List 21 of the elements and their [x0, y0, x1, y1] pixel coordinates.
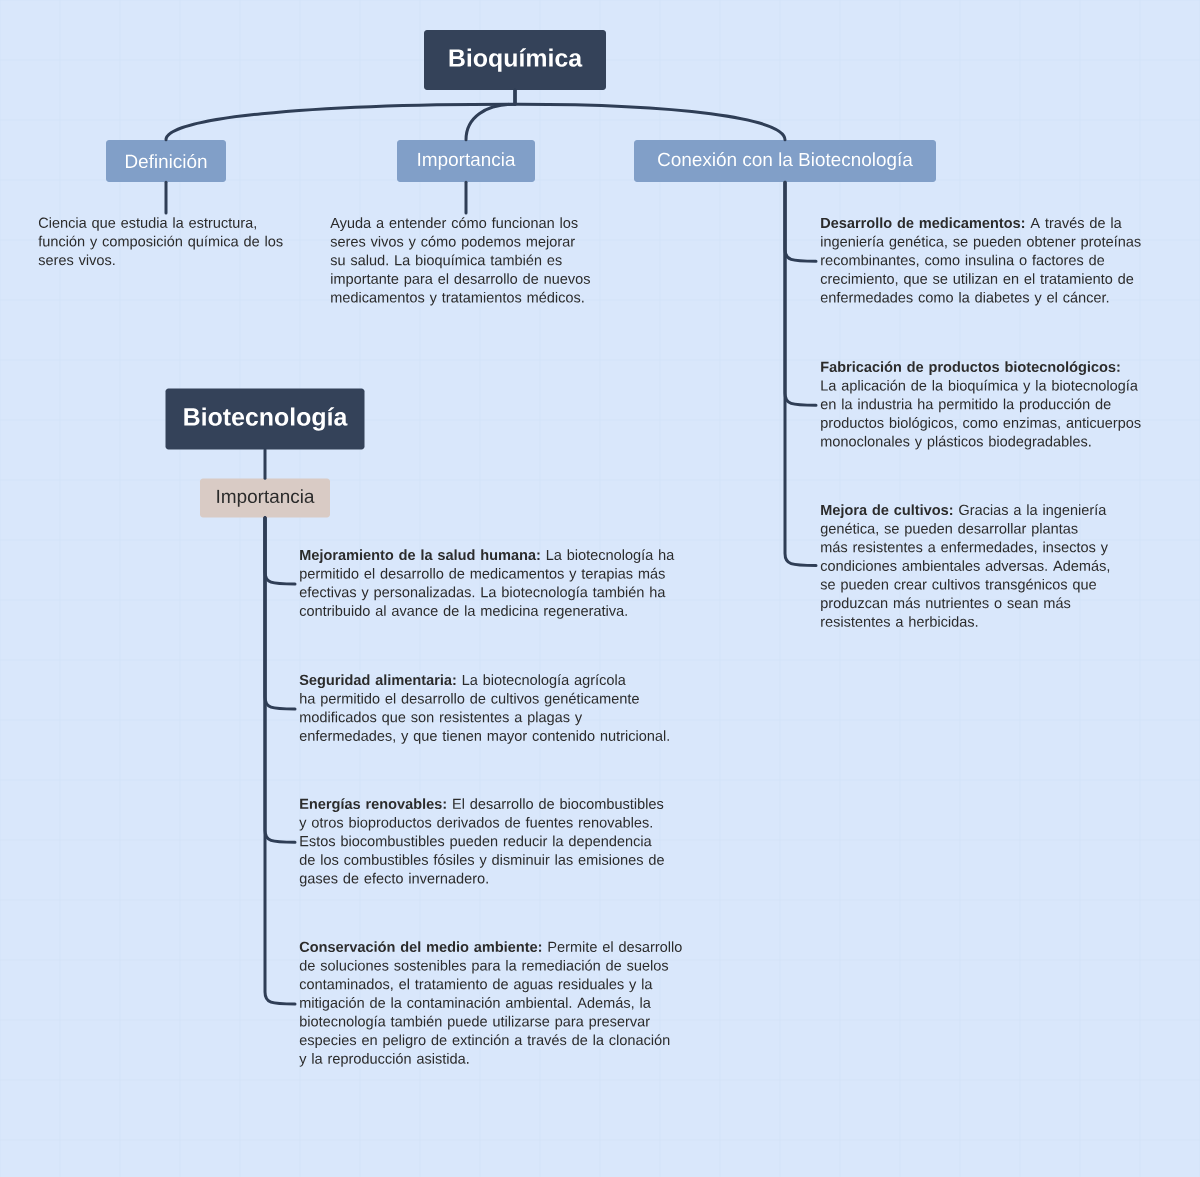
topic-box: Bioquímica: [424, 30, 606, 90]
connector-line: [164, 180, 168, 215]
subtopic-box: Importancia: [200, 478, 330, 518]
category-box: Definición: [106, 140, 226, 182]
topic-box: Biotecnología: [165, 388, 365, 450]
description-text: Mejora de cultivos: Gracias a la ingeniería genética, se pueden desarrollar plantas más resistentes a enfermedades, insectos y condiciones ambientales adversas. Además, se pueden crear cultivos transgénicos que produzcan más nutrientes o sean más resistentes a herbicidas.: [820, 504, 1110, 627]
description-text: Conservación del medio ambiente: Permite el desarrollo de soluciones sostenibles para la remediación de suelos contaminados, el tratamiento de aguas residuales y la mitigación de la contaminación ambiental. Además, la biotecnología también puede utilizarse para preservar especies en peligro de extinción a través de la clonación y la reproducción asistida.: [299, 941, 682, 1067]
description-text: Ciencia que estudia la estructura, función y composición química de los seres vivos.: [38, 217, 283, 266]
connector-line: [263, 448, 267, 480]
description-text: Fabricación de productos biotecnológicos: La aplicación de la bioquímica y la biotecnología en la industria ha permitido la producción de productos biológicos, como enzimas, anticuerpos monoclonales y plásticos biodegradables.: [820, 361, 1141, 450]
connector-line: [263, 516, 297, 1006]
description-text: Ayuda a entender cómo funcionan los seres vivos y cómo podemos mejorar su salud. La bioquímica también es importante para el desarrollo de nuevos medicamentos y tratamientos médicos.: [330, 217, 590, 306]
connector-line: [783, 180, 818, 567]
description-text: Mejoramiento de la salud humana: La biotecnología ha permitido el desarrollo de medicamentos y terapias más efectivas y personalizadas. La biotecnología también ha contribuido al avance de la medicina regenerativa.: [299, 549, 675, 619]
description-text: Desarrollo de medicamentos: A través de la ingeniería genética, se pueden obtener proteínas recombinantes, como insulina o factores de crecimiento, que se utilizan en el tratamiento de enfermedades como la diabetes y el cáncer.: [820, 217, 1141, 306]
category-box: Importancia: [397, 140, 535, 182]
description-text: Energías renovables: El desarrollo de biocombustibles y otros bioproductos derivados de fuentes renovables. Estos biocombustibles pueden reducir la dependencia de los combustibles fósiles y disminuir las emisiones de gases de efecto invernadero.: [299, 798, 664, 887]
connector-line: [513, 88, 787, 142]
connector-line: [464, 180, 468, 215]
category-box: Conexión con la Biotecnología: [634, 140, 936, 182]
description-text: Seguridad alimentaria: La biotecnología agrícola ha permitido el desarrollo de cultivos genéticamente modificados que son resistentes a plagas y enfermedades, y que tienen mayor contenido nutricional.: [299, 674, 669, 744]
